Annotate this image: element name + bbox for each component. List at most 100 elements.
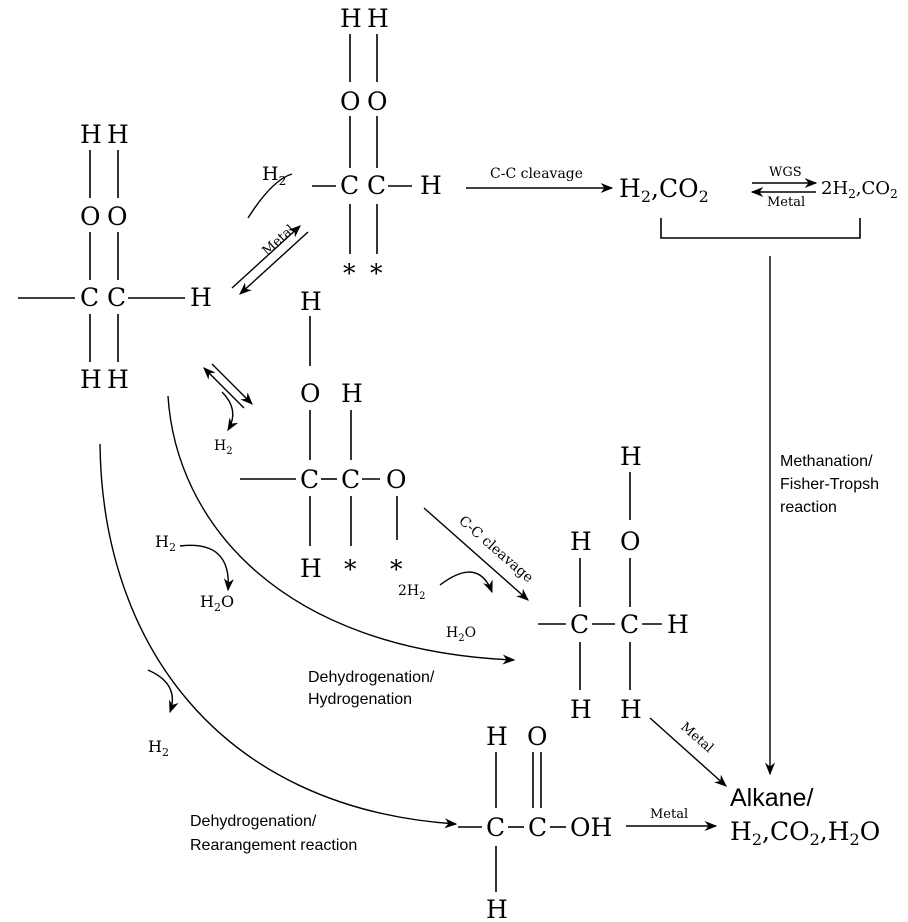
final-products-text: H2,CO2,H2O <box>730 817 880 849</box>
wgs-product: 2H2,CO2 <box>821 178 898 201</box>
h2-label: H2 <box>214 438 233 457</box>
metal-arrow-ethanol-alkane: Metal <box>649 717 727 787</box>
atom-o: O <box>80 202 101 231</box>
metal-arrow-acid-products: Metal <box>626 807 718 832</box>
dehydrogenation-rearrangement-arrow: H2 Dehydrogenation/ Rearangement reactio… <box>99 443 458 854</box>
ethanol-molecule: H H O C C H H H <box>538 442 689 724</box>
forward-arrow <box>211 363 253 405</box>
atom-h: H <box>486 895 508 922</box>
dehydrogenation-hydrogenation-arrow: H2 H2O Dehydrogenation/ Hydrogenation <box>155 395 516 708</box>
h2o-label: H2O <box>200 592 234 614</box>
atom-oh: OH <box>570 813 612 842</box>
h2-label: H2 <box>155 532 176 554</box>
cc-cleavage-arrow-top: C-C cleavage <box>466 166 614 194</box>
reaction-label: reaction <box>780 499 837 516</box>
surface-site-star: * <box>390 555 403 584</box>
product-bracket <box>660 218 861 239</box>
wgs-equilibrium: WGS Metal <box>750 165 818 210</box>
atom-h: H <box>570 695 592 724</box>
arrow <box>649 717 727 787</box>
atom-h: H <box>667 610 689 639</box>
reverse-arrow <box>203 367 245 409</box>
h2-release-curve <box>247 173 293 219</box>
alkane-label: Alkane/ <box>730 784 813 812</box>
atom-c: C <box>620 610 639 639</box>
atom-o: O <box>340 87 361 116</box>
fisher-tropsch-label: Fisher-Tropsh <box>780 476 879 493</box>
atom-h: H <box>107 120 129 149</box>
dehydrogenation-label: Dehydrogenation/ <box>190 813 317 830</box>
twoh2-label: 2H2 <box>398 583 426 602</box>
atom-o: O <box>527 722 548 751</box>
atom-h: H <box>107 365 129 394</box>
cc-cleavage-label: C-C cleavage <box>490 166 583 182</box>
acetic-acid-molecule: H O C C OH H <box>458 722 612 922</box>
dehydrogenation-label: Dehydrogenation/ <box>308 669 435 686</box>
atom-h: H <box>300 554 322 583</box>
h2-label: H2 <box>148 737 169 759</box>
atom-h: H <box>486 722 508 751</box>
reaction-curve <box>439 571 493 594</box>
atom-c: C <box>107 283 126 312</box>
cc-cleavage-label: C-C cleavage <box>455 513 536 586</box>
h2-release-curve <box>147 669 179 714</box>
atom-o: O <box>386 465 407 494</box>
wgs-label: WGS <box>769 165 802 180</box>
ethylene-glycol-molecule: H H O O C C H H H <box>18 120 212 394</box>
surface-site-star: * <box>370 259 383 288</box>
metal-label: Metal <box>767 195 805 210</box>
surface-site-star: * <box>343 259 356 288</box>
metal-label: Metal <box>677 720 716 756</box>
reverse-arrow <box>239 231 309 295</box>
atom-h: H <box>620 442 642 471</box>
equilibrium-arrows-top: Metal H2 <box>231 163 309 295</box>
atom-c: C <box>80 283 99 312</box>
atom-o: O <box>367 87 388 116</box>
methanation-label: Methanation/ <box>780 453 873 470</box>
h2-to-h2o-curve <box>179 544 234 592</box>
h2-co2-text: H2,CO2 <box>619 174 709 206</box>
atom-c: C <box>528 813 547 842</box>
methanation-arrow: Methanation/ Fisher-Tropsh reaction <box>764 256 879 776</box>
atom-c: C <box>367 171 386 200</box>
atom-c: C <box>486 813 505 842</box>
adsorbed-intermediate-molecule: H O H C C O H * * <box>240 287 407 584</box>
h2o-label: H2O <box>446 625 476 644</box>
rearrangement-label: Rearangement reaction <box>190 837 357 854</box>
metal-label: Metal <box>650 807 688 822</box>
h2-release-curve <box>221 391 239 432</box>
curved-arrow <box>99 443 458 829</box>
adsorbed-diol-molecule: H H O O C C H * * <box>312 4 442 288</box>
atom-o: O <box>107 202 128 231</box>
atom-o: O <box>620 527 641 556</box>
curved-arrow <box>167 395 516 665</box>
atom-h: H <box>620 695 642 724</box>
equilibrium-arrows-mid: H2 <box>203 363 253 457</box>
arrow <box>423 507 529 601</box>
final-products: Alkane/ H2,CO2,H2O <box>730 784 880 849</box>
atom-h: H <box>340 4 362 33</box>
atom-h: H <box>190 283 212 312</box>
atom-h: H <box>367 4 389 33</box>
surface-site-star: * <box>344 555 357 584</box>
atom-c: C <box>300 465 319 494</box>
atom-h: H <box>341 379 363 408</box>
h2-label: H2 <box>262 163 286 188</box>
atom-h: H <box>420 171 442 200</box>
atom-o: O <box>300 379 321 408</box>
wgs-product-text: 2H2,CO2 <box>821 178 898 201</box>
forward-arrow <box>231 225 301 289</box>
atom-c: C <box>570 610 589 639</box>
atom-c: C <box>341 465 360 494</box>
atom-h: H <box>80 120 102 149</box>
metal-label: Metal <box>260 222 298 259</box>
atom-c: C <box>340 171 359 200</box>
atom-h: H <box>300 287 322 316</box>
h2-co2-product: H2,CO2 <box>619 174 709 206</box>
hydrogenation-label: Hydrogenation <box>308 691 412 708</box>
cc-cleavage-arrow-mid: C-C cleavage 2H2 H2O <box>398 507 536 644</box>
atom-h: H <box>570 527 592 556</box>
atom-h: H <box>80 365 102 394</box>
